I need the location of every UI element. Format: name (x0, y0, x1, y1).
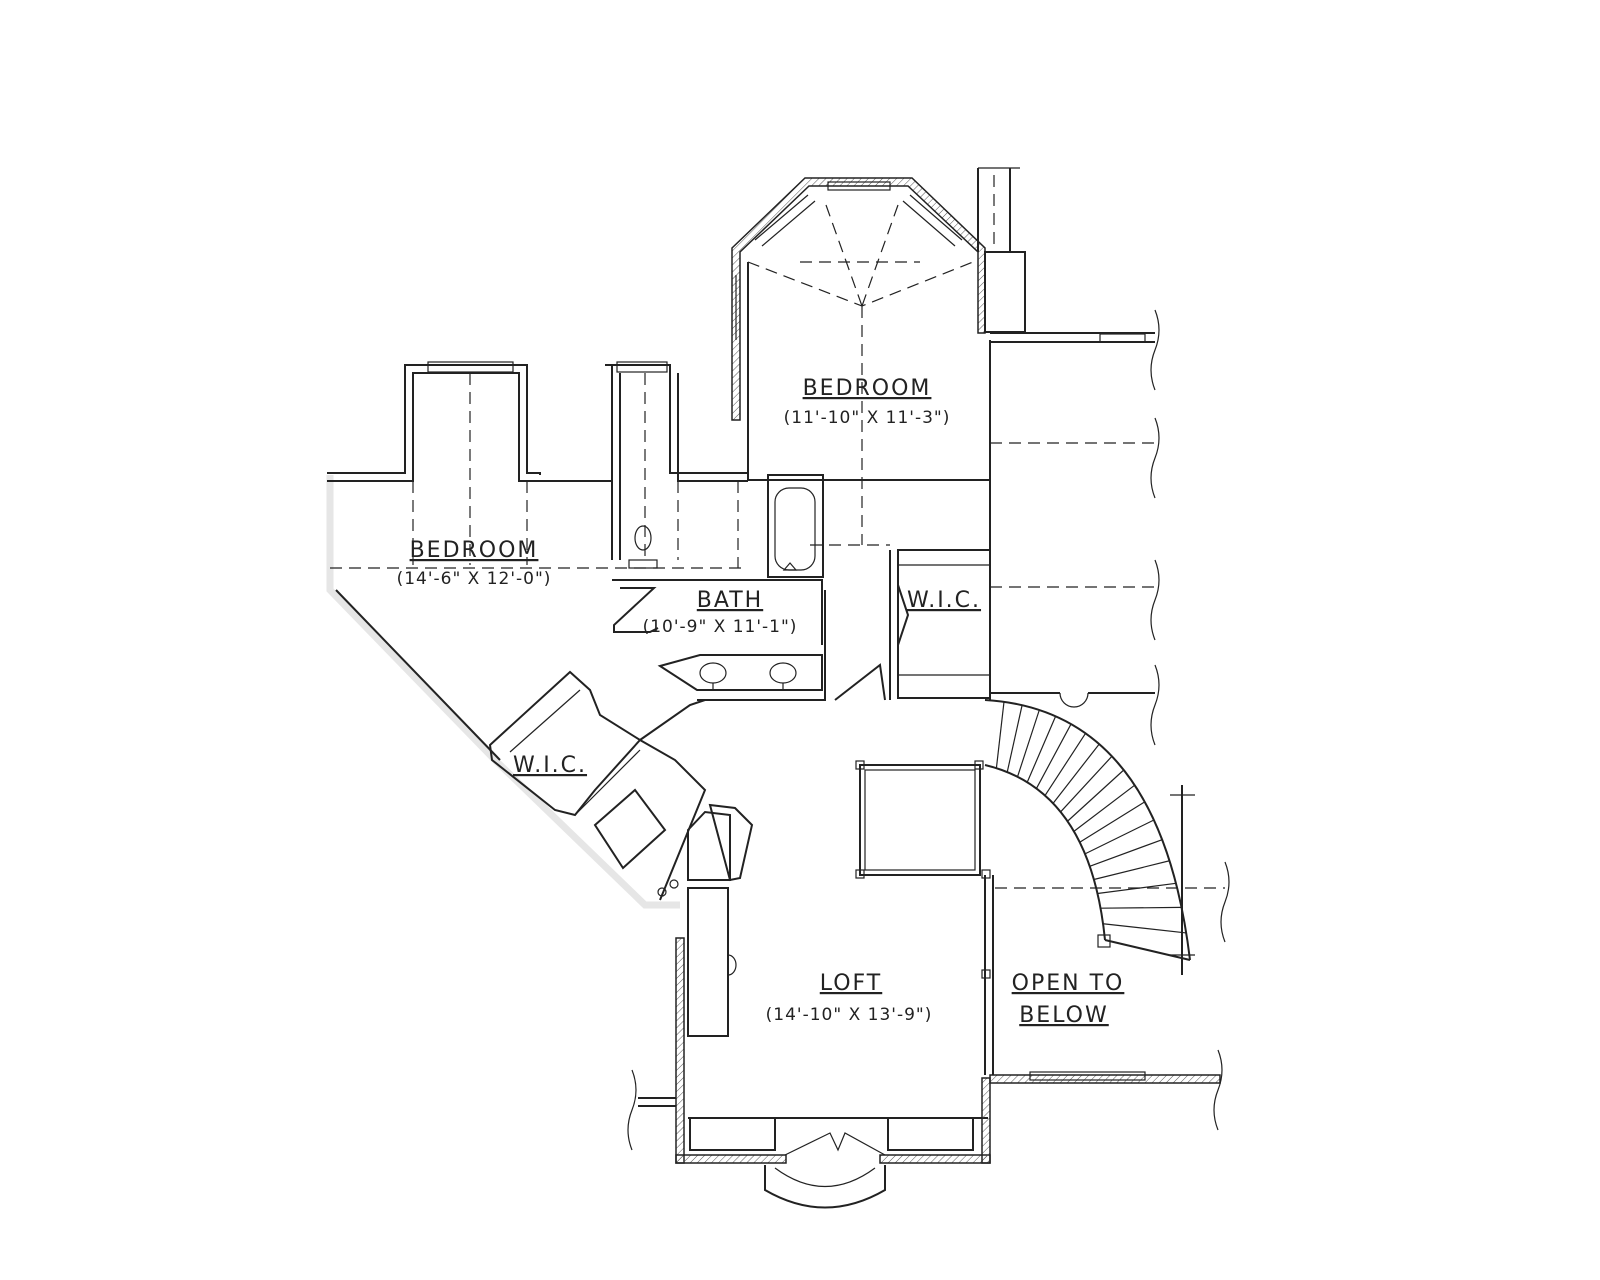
wic-right-name: W.I.C. (907, 588, 981, 613)
stair-tread (1035, 723, 1072, 789)
loft-walls (627, 887, 991, 1209)
wic-left-name: W.I.C. (513, 753, 587, 778)
stair-tread (1006, 705, 1023, 773)
upper-bedroom-walls (731, 177, 991, 700)
stair-tread (1100, 906, 1182, 909)
east-walls (990, 309, 1160, 746)
bath-walls (612, 474, 826, 701)
stair-tread (1026, 716, 1057, 783)
open-below-line2: BELOW (1019, 1003, 1109, 1028)
label-bedroom-upper: BEDROOM (11'-10" X 11'-3") (784, 376, 951, 428)
right-wic-walls (834, 549, 991, 701)
bedroom-left-name: BEDROOM (410, 538, 539, 563)
stair-tread (1044, 733, 1087, 796)
label-wic-left: W.I.C. (513, 753, 587, 778)
bath-dims: (10'-9" X 11'-1") (643, 617, 798, 637)
exterior-shadow (326, 475, 680, 909)
stair-tread (1089, 839, 1163, 867)
left-wic-walls (488, 670, 707, 901)
stair-tread (1060, 755, 1113, 813)
stair-tread (1093, 860, 1170, 881)
stair-treads (995, 701, 1187, 934)
railing (855, 760, 1230, 1131)
bedroom-upper-dims: (11'-10" X 11'-3") (784, 408, 951, 428)
stair-tread (1097, 882, 1177, 895)
central-cabinet (687, 803, 754, 882)
stair-tread (1084, 819, 1155, 855)
label-bedroom-left: BEDROOM (14'-6" X 12'-0") (397, 538, 552, 589)
stair-tread (1073, 784, 1136, 832)
open-below-line1: OPEN TO (1012, 971, 1125, 996)
stair-tread (1052, 743, 1100, 804)
loft-dims: (14'-10" X 13'-9") (766, 1005, 933, 1025)
stair-tread (1067, 769, 1125, 822)
left-bedroom-walls (327, 361, 748, 761)
stair-tread (995, 701, 1005, 769)
chimney (977, 167, 1026, 333)
loft-name: LOFT (820, 971, 883, 996)
bedroom-upper-name: BEDROOM (803, 376, 932, 401)
label-loft: LOFT (14'-10" X 13'-9") (766, 971, 933, 1025)
curved-staircase (984, 699, 1195, 975)
bedroom-left-dims: (14'-6" X 12'-0") (397, 569, 552, 589)
stair-tread (1102, 923, 1187, 934)
bath-name: BATH (697, 588, 763, 613)
stair-tread (1016, 709, 1040, 777)
label-bath: BATH (10'-9" X 11'-1") (643, 588, 798, 637)
label-open-to-below: OPEN TO BELOW (1012, 971, 1125, 1028)
stair-tread (1079, 801, 1146, 843)
label-wic-right: W.I.C. (907, 588, 981, 613)
